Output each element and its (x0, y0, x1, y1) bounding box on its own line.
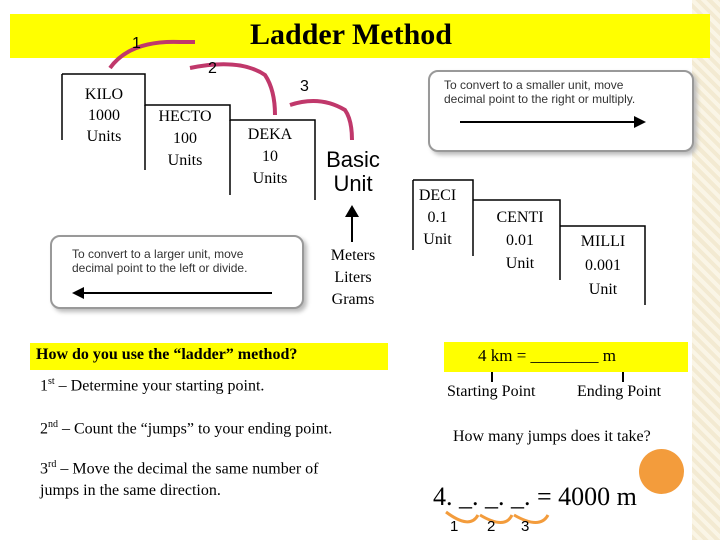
basic-unit: Basic Unit (318, 148, 388, 196)
basic-label: Basic (326, 147, 380, 172)
jump-label-3: 3 (521, 518, 530, 535)
convert-larger-line2: decimal point to the left or divide. (72, 261, 248, 275)
step-number-one: 1 (132, 35, 141, 52)
convert-smaller-line2: decimal point to the right or multiply. (444, 92, 636, 106)
jump-label-1: 1 (450, 518, 459, 535)
convert-larger-line1: To convert to a larger unit, move (72, 247, 244, 261)
instruction-step-3-continued: jumps in the same direction. (40, 482, 221, 499)
instruction-step-3: 3rd – Move the decimal the same number o… (40, 459, 319, 478)
basic-meters: Meters (330, 247, 376, 264)
jump-arrow-two (189, 62, 277, 116)
example-highlight (444, 342, 688, 372)
kilo-units: Units (86, 128, 122, 145)
starting-point-label: Starting Point (447, 383, 536, 400)
basic-liters: Liters (334, 269, 372, 286)
centi-step (473, 199, 561, 280)
deka-label: DEKA (247, 126, 293, 143)
jump-label-2: 2 (487, 518, 496, 535)
example-jump-2 (479, 513, 514, 524)
step-number-two: 2 (208, 60, 217, 77)
convert-smaller-box: To convert to a smaller unit, move decim… (428, 70, 694, 152)
deka-units: Units (252, 170, 288, 187)
milli-step (560, 225, 646, 305)
milli-unit: MILLI 0.001 Unit (568, 230, 638, 302)
example-answer: 4. _. _. _. = 4000 m (433, 482, 637, 511)
basic-up-arrowhead (345, 205, 359, 217)
jump-arrow-one (108, 39, 195, 70)
ending-point-label: Ending Point (577, 383, 662, 400)
hecto-label: HECTO (158, 108, 212, 125)
step-number-three: 3 (300, 78, 309, 95)
deci-units: Unit (423, 231, 452, 248)
example-question: How many jumps does it take? (453, 428, 651, 445)
ladder-upper-steps (62, 73, 316, 200)
basic-unit-label: Unit (333, 171, 373, 196)
jump-arrow-three (289, 99, 354, 141)
kilo-unit: KILO 1000 Units (70, 84, 138, 147)
deka-unit: DEKA 10 Units (235, 124, 305, 190)
deci-label: DECI (418, 187, 457, 204)
centi-label: CENTI (496, 209, 544, 226)
example-jump-1 (445, 510, 480, 524)
kilo-label: KILO (84, 86, 124, 103)
decorative-stripe (692, 0, 720, 540)
example-equation: 4 km = ________ m (478, 346, 617, 365)
basic-unit-list: Meters Liters Grams (320, 245, 386, 311)
deci-unit: DECI 0.1 Unit (410, 185, 465, 251)
question-highlight (30, 343, 388, 370)
hecto-units: Units (167, 152, 203, 169)
kilo-value: 1000 (88, 107, 120, 124)
milli-value: 0.001 (585, 257, 621, 274)
instruction-step-1: 1st – Determine your starting point. (40, 376, 265, 395)
deci-step (413, 179, 474, 256)
hecto-unit: HECTO 100 Units (150, 106, 220, 172)
right-arrow-icon (460, 116, 646, 128)
left-arrow-icon (72, 287, 272, 299)
convert-larger-box: To convert to a larger unit, move decima… (50, 235, 304, 309)
decorative-orange-circle (639, 449, 684, 494)
centi-unit: CENTI 0.01 Unit (485, 206, 555, 275)
question-heading: How do you use the “ladder” method? (36, 346, 298, 363)
deka-value: 10 (262, 148, 278, 165)
centi-units: Unit (505, 255, 535, 272)
deci-value: 0.1 (427, 209, 448, 226)
milli-label: MILLI (580, 233, 626, 250)
example-jump-3 (513, 513, 550, 524)
hecto-value: 100 (173, 130, 197, 147)
centi-value: 0.01 (506, 232, 534, 249)
milli-units: Unit (588, 281, 618, 298)
basic-grams: Grams (331, 291, 375, 308)
instruction-step-2: 2nd – Count the “jumps” to your ending p… (40, 419, 333, 438)
convert-smaller-line1: To convert to a smaller unit, move (444, 78, 624, 92)
page-title: Ladder Method (250, 18, 452, 51)
